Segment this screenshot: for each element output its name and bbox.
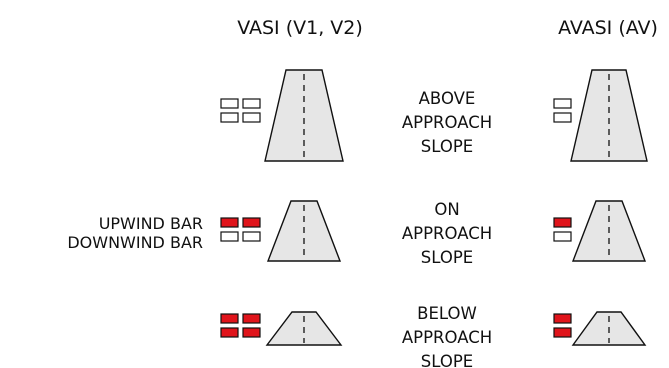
- vasi-light-upwind-1: [220, 98, 239, 109]
- vasi-light-downwind-1: [220, 112, 239, 123]
- row-above: ABOVE APPROACH SLOPE: [220, 69, 648, 162]
- vasi-light-upwind-2: [242, 217, 261, 228]
- vasi-light-downwind-2: [242, 327, 261, 338]
- avasi-runway: [570, 69, 648, 162]
- rows-group: ABOVE APPROACH SLOPE ON APPROACH SLOPE BELOW AP…: [220, 69, 648, 368]
- state-label-line: APPROACH: [402, 328, 492, 347]
- state-label-line: BELOW: [417, 304, 477, 323]
- avasi-header: AVASI (AV): [558, 17, 658, 39]
- vasi-runway: [264, 69, 344, 162]
- downwind-bar-label: DOWNWIND BAR: [67, 233, 203, 252]
- avasi-light-upwind: [553, 98, 572, 109]
- row-on: ON APPROACH SLOPE: [220, 200, 647, 267]
- state-label-line: SLOPE: [421, 352, 473, 368]
- vasi-light-upwind-2: [242, 313, 261, 324]
- avasi-light-downwind: [553, 231, 572, 242]
- state-label-line: SLOPE: [421, 248, 473, 267]
- row-below: BELOW APPROACH SLOPE: [220, 304, 647, 368]
- vasi-header: VASI (V1, V2): [237, 17, 363, 39]
- vasi-light-upwind-1: [220, 217, 239, 228]
- avasi-light-upwind: [553, 313, 572, 324]
- vasi-light-downwind-2: [242, 231, 261, 242]
- vasi-light-downwind-2: [242, 112, 261, 123]
- vasi-light-downwind-1: [220, 231, 239, 242]
- avasi-light-downwind: [553, 112, 572, 123]
- state-label-line: ABOVE: [419, 89, 476, 108]
- state-label-line: SLOPE: [421, 137, 473, 156]
- vasi-light-upwind-2: [242, 98, 261, 109]
- vasi-light-upwind-1: [220, 313, 239, 324]
- avasi-light-downwind: [553, 327, 572, 338]
- state-label-line: APPROACH: [402, 113, 492, 132]
- state-label-line: APPROACH: [402, 224, 492, 243]
- avasi-light-upwind: [553, 217, 572, 228]
- state-label-line: ON: [434, 200, 459, 219]
- vasi-light-downwind-1: [220, 327, 239, 338]
- upwind-bar-label: UPWIND BAR: [99, 214, 203, 233]
